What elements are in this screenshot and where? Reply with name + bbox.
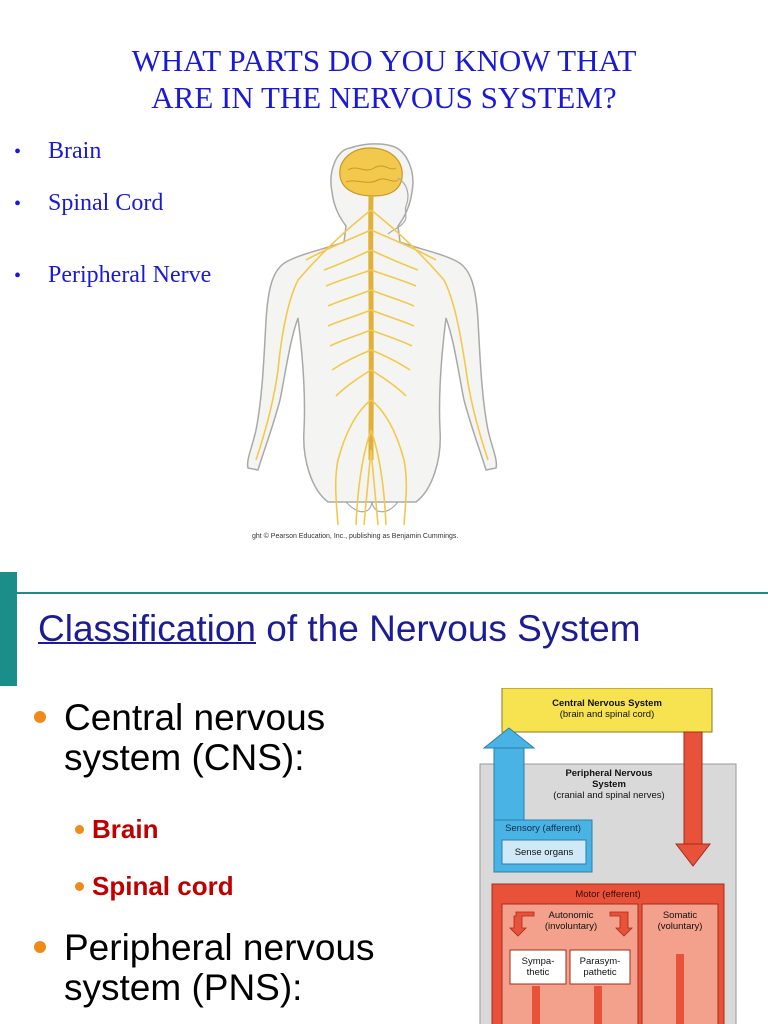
cns-line1: Central nervous bbox=[64, 697, 326, 738]
cns-line2: system (CNS): bbox=[64, 737, 305, 778]
somatic-title: Somatic bbox=[662, 910, 698, 921]
spinal-cord bbox=[368, 195, 374, 460]
bullet-glyph: • bbox=[14, 265, 22, 287]
sub-bullet-brain: Brain bbox=[75, 814, 159, 845]
bullet-pns: Peripheral nervous system (PNS): bbox=[34, 927, 375, 1008]
nervous-system-figure bbox=[246, 143, 498, 526]
pns-box-label: Peripheral Nervous System (cranial and s… bbox=[534, 768, 684, 801]
slide2-title-rest: of the Nervous System bbox=[255, 608, 641, 649]
classification-diagram: Central Nervous System (brain and spinal… bbox=[478, 688, 740, 1024]
sympathetic-line1: Sympa- bbox=[521, 956, 555, 967]
autonomic-left-arrow-icon bbox=[509, 911, 535, 937]
diagram-graphics bbox=[479, 688, 737, 1024]
sense-organs-box bbox=[501, 839, 587, 865]
title-rule bbox=[17, 592, 768, 594]
sub-bullet-label: Spinal cord bbox=[92, 871, 234, 901]
orange-bullet-icon bbox=[34, 941, 46, 953]
sub-bullet-spinal-cord: Spinal cord bbox=[75, 871, 234, 902]
autonomic-title: Autonomic bbox=[548, 910, 594, 921]
somatic-sub: (voluntary) bbox=[657, 921, 703, 932]
bullet-glyph: • bbox=[14, 193, 22, 215]
pns-box-title2: System bbox=[592, 779, 626, 790]
bullet-label: Peripheral Nerve bbox=[48, 262, 212, 288]
bullet-item-peripheral-nerve: • Peripheral Nerve bbox=[14, 262, 211, 289]
autonomic-right-arrow-icon bbox=[609, 911, 633, 937]
autonomic-sub: (involuntary) bbox=[544, 921, 598, 932]
sensory-label: Sensory (afferent) bbox=[505, 823, 581, 834]
bullet-cns: Central nervous system (CNS): bbox=[34, 697, 326, 778]
peripheral-nerves bbox=[255, 209, 489, 526]
parasympathetic-line2: pathetic bbox=[583, 967, 617, 978]
pns-line2: system (PNS): bbox=[64, 967, 303, 1008]
sub-bullet-label: Brain bbox=[92, 814, 159, 844]
copyright-notice: ght © Pearson Education, Inc., publishin… bbox=[252, 533, 459, 540]
motor-arrow-icon bbox=[674, 843, 712, 867]
sensory-arrow-icon bbox=[482, 727, 536, 749]
parasympathetic-label: Parasym- pathetic bbox=[570, 956, 630, 978]
pns-line1: Peripheral nervous bbox=[64, 927, 375, 968]
accent-bar bbox=[0, 572, 17, 686]
pns-box-sub: (cranial and spinal nerves) bbox=[553, 790, 665, 801]
parasympathetic-line1: Parasym- bbox=[579, 956, 621, 967]
orange-bullet-icon bbox=[75, 882, 84, 891]
pns-box-title1: Peripheral Nervous bbox=[565, 768, 653, 779]
somatic-label: Somatic (voluntary) bbox=[642, 910, 718, 932]
motor-shaft bbox=[683, 731, 703, 847]
sensory-column bbox=[493, 745, 525, 823]
bullet-item-brain: • Brain bbox=[14, 138, 101, 165]
sense-organs-label: Sense organs bbox=[514, 847, 574, 858]
parasympathetic-box bbox=[569, 949, 631, 985]
slide-nervous-system-parts: WHAT PARTS DO YOU KNOW THAT ARE IN THE N… bbox=[14, 42, 708, 540]
sympathetic-line2: thetic bbox=[526, 967, 550, 978]
orange-bullet-icon bbox=[75, 825, 84, 834]
bullet-glyph: • bbox=[14, 141, 22, 163]
slide1-title-line1: WHAT PARTS DO YOU KNOW THAT bbox=[131, 43, 637, 78]
bullet-label: Brain bbox=[48, 138, 102, 164]
cns-box bbox=[501, 688, 713, 733]
slide1-title-line2: ARE IN THE NERVOUS SYSTEM? bbox=[151, 80, 617, 115]
cns-box-title: Central Nervous System bbox=[552, 698, 662, 709]
orange-bullet-icon bbox=[34, 711, 46, 723]
motor-label: Motor (efferent) bbox=[575, 889, 641, 900]
slide-classification: Classification of the Nervous System Cen… bbox=[0, 570, 768, 1024]
sympathetic-label: Sympa- thetic bbox=[510, 956, 566, 978]
cns-box-label: Central Nervous System (brain and spinal… bbox=[502, 698, 712, 720]
autonomic-label: Autonomic (involuntary) bbox=[536, 910, 606, 932]
slide1-title: WHAT PARTS DO YOU KNOW THAT ARE IN THE N… bbox=[60, 42, 708, 116]
bullet-label: Spinal Cord bbox=[48, 190, 164, 216]
slide2-title: Classification of the Nervous System bbox=[38, 608, 641, 650]
bullet-item-spinal-cord: • Spinal Cord bbox=[14, 190, 163, 217]
sympathetic-box bbox=[509, 949, 567, 985]
classification-link[interactable]: Classification bbox=[38, 608, 256, 649]
brain-shape bbox=[339, 147, 403, 197]
cns-box-sub: (brain and spinal cord) bbox=[559, 709, 655, 720]
